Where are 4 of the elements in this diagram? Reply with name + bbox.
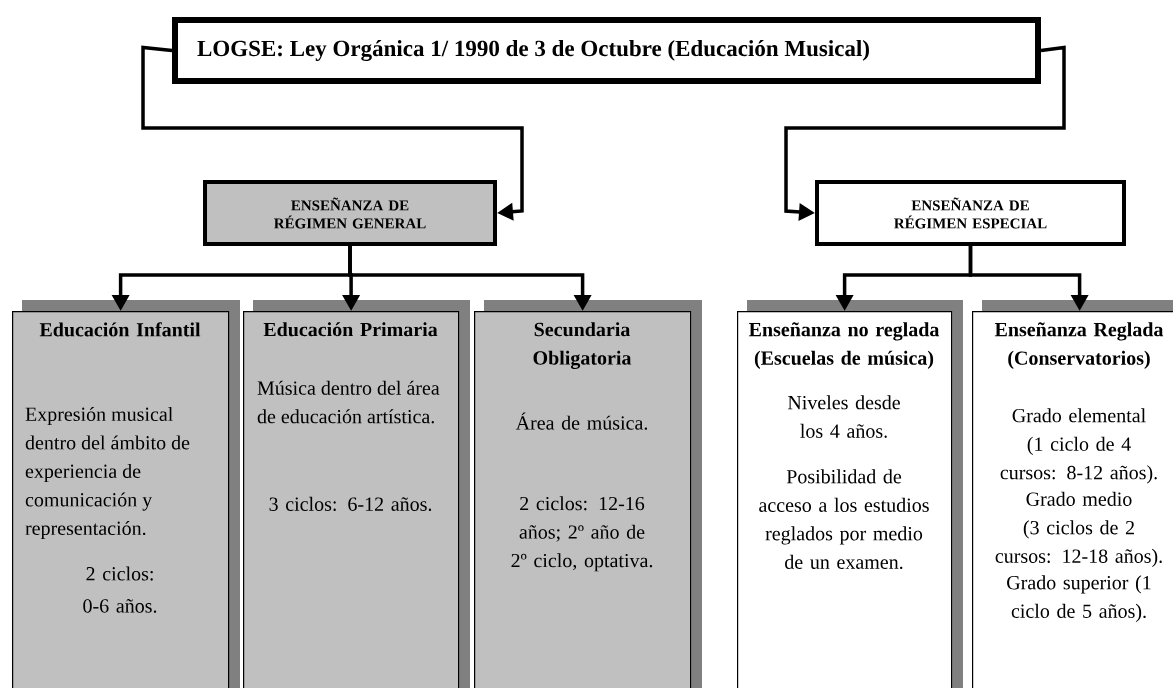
category-box: ENSEÑANZA DE RÉGIMEN GENERAL (203, 180, 497, 246)
arrow (141, 45, 524, 221)
category-box: ENSEÑANZA DE RÉGIMEN ESPECIAL (815, 180, 1126, 246)
title-box: LOGSE: Ley Orgánica 1/ 1990 de 3 de Octubre (Educación Musical) (172, 17, 1041, 84)
